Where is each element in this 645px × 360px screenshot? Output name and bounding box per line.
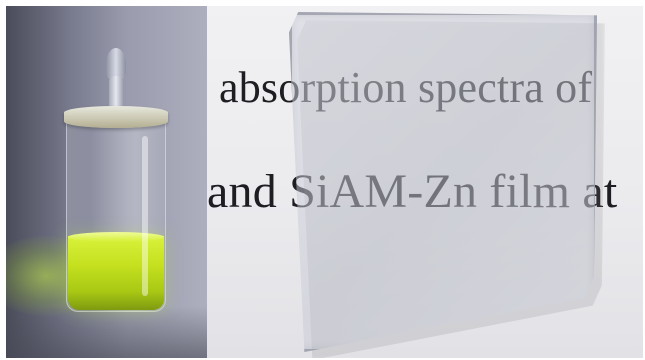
- film-photo: absorption spectra of and SiAM-Zn film a…: [207, 6, 643, 358]
- transparent-film-edge: [289, 12, 597, 352]
- yellow-green-liquid: [68, 236, 164, 310]
- liquid-surface: [68, 232, 164, 242]
- surface-shadow: [6, 306, 207, 358]
- vial-photo: [6, 6, 207, 358]
- glass-vial: [64, 48, 168, 316]
- vial-rim: [64, 106, 168, 128]
- transparent-film: [289, 12, 597, 352]
- vial-stopper-neck: [109, 76, 123, 110]
- vial-stopper-tip: [106, 48, 126, 80]
- glass-highlight: [142, 136, 148, 296]
